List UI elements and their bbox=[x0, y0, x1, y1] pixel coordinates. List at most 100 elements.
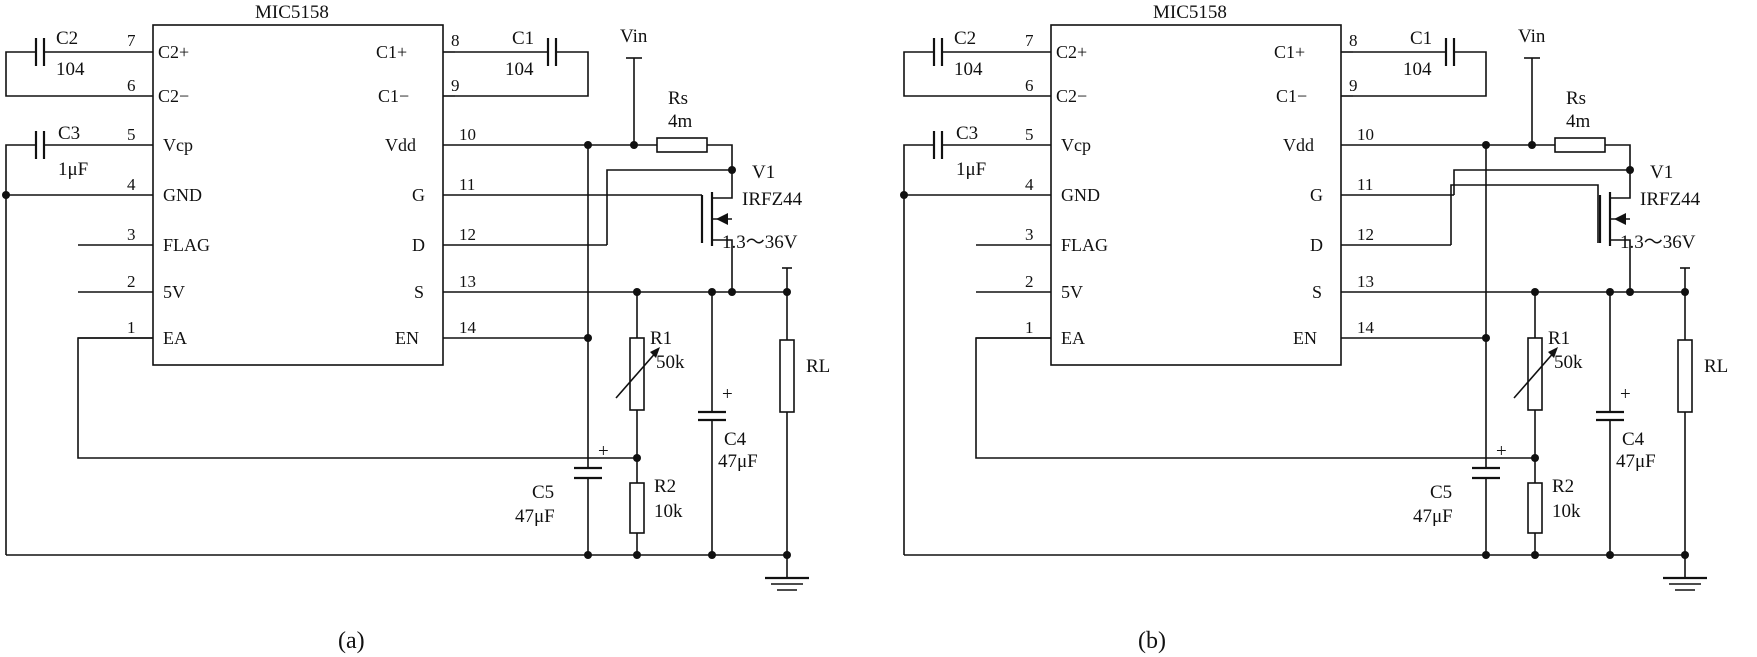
c2-name: C2 bbox=[954, 28, 976, 49]
left-pin-number: 3 bbox=[1025, 225, 1034, 244]
c1-name: C1 bbox=[1410, 28, 1432, 49]
left-pin-name: FLAG bbox=[1061, 235, 1108, 255]
capacitor-c3: C3 1μF bbox=[2, 123, 128, 555]
rl-body bbox=[779, 339, 795, 413]
mosfet-arrow bbox=[716, 213, 728, 225]
junction-dot bbox=[1482, 551, 1490, 559]
circuit-a: MIC5158 7 6 5 4 3 2 1 C2+ C2− Vcp GND FL… bbox=[2, 2, 830, 654]
c5-name: C5 bbox=[1430, 482, 1452, 503]
right-pin-number: 8 bbox=[451, 31, 460, 50]
c5-value: 47μF bbox=[1413, 506, 1453, 527]
r2-value: 10k bbox=[654, 501, 683, 522]
right-pin-name: C1+ bbox=[376, 42, 407, 62]
rs-name: Rs bbox=[668, 88, 688, 109]
left-pin-name: EA bbox=[1061, 328, 1085, 348]
left-pin-name: C2− bbox=[1056, 86, 1087, 106]
left-pin-name: Vcp bbox=[163, 135, 193, 155]
right-pin-number: 11 bbox=[459, 175, 475, 194]
left-pin-name: EA bbox=[163, 328, 187, 348]
c4-plus: + bbox=[722, 384, 733, 405]
left-pin-number: 1 bbox=[1025, 318, 1034, 337]
right-pin-name: Vdd bbox=[385, 135, 416, 155]
junction-dot bbox=[1531, 551, 1539, 559]
right-pin-number: 12 bbox=[1357, 225, 1374, 244]
right-pin-name: G bbox=[412, 185, 425, 205]
capacitor-c3: C3 1μF bbox=[900, 123, 1026, 555]
left-pin-number: 7 bbox=[127, 31, 136, 50]
right-pin-number: 13 bbox=[459, 272, 476, 291]
right-pin-name: C1− bbox=[378, 86, 409, 106]
v1-name: V1 bbox=[752, 162, 775, 183]
right-pin-name: Vdd bbox=[1283, 135, 1314, 155]
c2-value: 104 bbox=[56, 59, 85, 80]
rl-name: RL bbox=[1704, 356, 1728, 377]
left-pin-number: 2 bbox=[127, 272, 136, 291]
chip-title: MIC5158 bbox=[1153, 2, 1227, 23]
resistor-rs bbox=[1554, 137, 1606, 153]
capacitor-c4: + C4 47μF bbox=[698, 288, 758, 555]
c4-name: C4 bbox=[1622, 429, 1645, 450]
vdd-en-bus bbox=[584, 145, 592, 555]
right-pin-name: EN bbox=[395, 328, 419, 348]
right-pin-name: S bbox=[414, 282, 424, 302]
c2-name: C2 bbox=[56, 28, 78, 49]
capacitor-c1: C1 104 bbox=[1353, 28, 1487, 97]
left-pin-number: 6 bbox=[1025, 76, 1034, 95]
c3-value: 1μF bbox=[58, 159, 88, 180]
junction-dot bbox=[633, 551, 641, 559]
left-pin-name: GND bbox=[1061, 185, 1100, 205]
left-pin-number: 3 bbox=[127, 225, 136, 244]
junction-dot bbox=[1606, 551, 1614, 559]
figure-caption: (b) bbox=[1138, 628, 1166, 654]
junction-dot bbox=[708, 551, 716, 559]
mosfet-v1: V1 IRFZ44 bbox=[1450, 162, 1701, 296]
chip-body bbox=[152, 24, 444, 366]
c1-value: 104 bbox=[505, 59, 534, 80]
chip-body bbox=[1050, 24, 1342, 366]
resistor-r2 bbox=[1527, 482, 1543, 534]
feedback-wire bbox=[975, 337, 1535, 459]
junction-dot bbox=[584, 551, 592, 559]
r1-name: R1 bbox=[650, 328, 672, 349]
resistor-rl: RL bbox=[779, 292, 830, 555]
c5-value: 47μF bbox=[515, 506, 555, 527]
c4-value: 47μF bbox=[1616, 451, 1656, 472]
c5-name: C5 bbox=[532, 482, 554, 503]
right-pin-number: 12 bbox=[459, 225, 476, 244]
left-pin-name: C2− bbox=[158, 86, 189, 106]
junction-dot bbox=[1482, 334, 1490, 342]
vin-label: Vin bbox=[620, 26, 648, 47]
left-pin-name: 5V bbox=[1061, 282, 1083, 302]
c4-value: 47μF bbox=[718, 451, 758, 472]
left-pin-name: C2+ bbox=[158, 42, 189, 62]
vin-label: Vin bbox=[1518, 26, 1546, 47]
left-pin-name: Vcp bbox=[1061, 135, 1091, 155]
right-pin-number: 10 bbox=[459, 125, 476, 144]
right-pin-name: D bbox=[1310, 235, 1323, 255]
r1-value: 50k bbox=[656, 352, 685, 373]
vout-label: 1.3～36V bbox=[1620, 232, 1696, 253]
right-pin-name: C1− bbox=[1276, 86, 1307, 106]
resistor-r2 bbox=[629, 482, 645, 534]
c2-value: 104 bbox=[954, 59, 983, 80]
capacitor-c2: C2 104 bbox=[903, 28, 1026, 97]
c1-value: 104 bbox=[1403, 59, 1432, 80]
c3-name: C3 bbox=[58, 123, 80, 144]
c3-value: 1μF bbox=[956, 159, 986, 180]
circuit-b: MIC5158 7 6 5 4 3 2 1 C2+ C2− Vcp GND FL… bbox=[900, 2, 1728, 654]
capacitor-c2: C2 104 bbox=[5, 28, 128, 97]
left-pin-number: 4 bbox=[127, 175, 136, 194]
vout-label: 1.3～36V bbox=[722, 232, 798, 253]
rs-name: Rs bbox=[1566, 88, 1586, 109]
r2-name: R2 bbox=[654, 476, 676, 497]
feedback-wire bbox=[77, 337, 637, 459]
right-pin-number: 9 bbox=[1349, 76, 1358, 95]
left-pin-group: 7 6 5 4 3 2 1 C2+ C2− Vcp GND FLAG 5V EA bbox=[904, 31, 1108, 348]
right-pin-name: S bbox=[1312, 282, 1322, 302]
resistor-rs bbox=[656, 137, 708, 153]
rl-name: RL bbox=[806, 356, 830, 377]
r2-value: 10k bbox=[1552, 501, 1581, 522]
right-pin-name: D bbox=[412, 235, 425, 255]
trimmer-arrow bbox=[1548, 347, 1558, 358]
right-pin-name: C1+ bbox=[1274, 42, 1305, 62]
